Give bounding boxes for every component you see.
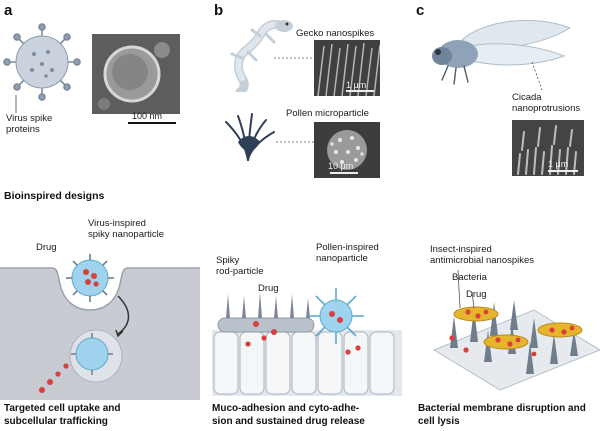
cicada-pointer [531, 62, 543, 91]
scale-bar-cicada [548, 170, 578, 172]
virus-micrograph [92, 34, 180, 114]
panel-letter-b: b [214, 2, 224, 19]
scale-bar-pollen [330, 172, 358, 174]
pollen-flower-illustration [225, 113, 275, 161]
scale-label-cicada: 1 μm [548, 159, 569, 169]
pollen-sem-image [314, 122, 380, 178]
cicada-illustration [432, 19, 572, 85]
virus-label-pointer [15, 95, 17, 113]
scale-label-pollen: 10 μm [328, 161, 354, 171]
cicada-label: Cicada nanoprotrusions [512, 92, 581, 114]
design2-rod-label: Spiky rod-particle [216, 255, 264, 277]
design1-drug-label: Drug [36, 242, 57, 253]
virus-illustration [3, 23, 81, 101]
scale-label-a: 100 nm [132, 111, 163, 121]
pollen-label: Pollen microparticle [286, 108, 369, 119]
panel-letter-a: a [4, 2, 13, 19]
cicada-sem-image [512, 120, 584, 176]
design2-caption: Muco-adhesion and cyto-adhe- sion and su… [212, 403, 365, 427]
gecko-sem-image [314, 40, 380, 96]
design2-drug-label: Drug [258, 283, 279, 294]
section-title: Bioinspired designs [4, 190, 105, 202]
design2-illustration [212, 288, 402, 396]
design3-illustration [432, 269, 600, 391]
design2-pollen-label: Pollen-inspired nanoparticle [316, 242, 379, 264]
scale-bar-gecko [346, 90, 374, 92]
pollen-pointer [276, 141, 314, 143]
scale-label-gecko: 1 μm [346, 80, 367, 90]
design1-caption: Targeted cell uptake and subcellular tra… [4, 403, 121, 427]
virus-spike-label: Virus spike proteins [6, 113, 53, 135]
design3-drug-label: Drug [466, 289, 487, 300]
panel-letter-c: c [416, 2, 425, 19]
gecko-label: Gecko nanospikes [296, 28, 375, 39]
design3-insect-label: Insect-inspired antimicrobial nanospikes [430, 244, 535, 266]
design1-illustration [0, 254, 200, 400]
scale-bar-a [128, 122, 176, 124]
gecko-pointer [274, 57, 314, 59]
design1-particle-label: Virus-inspired spiky nanoparticle [88, 218, 165, 240]
gecko-illustration [230, 19, 293, 92]
design3-bacteria-label: Bacteria [452, 272, 487, 283]
design3-caption: Bacterial membrane disruption and cell l… [418, 403, 586, 427]
